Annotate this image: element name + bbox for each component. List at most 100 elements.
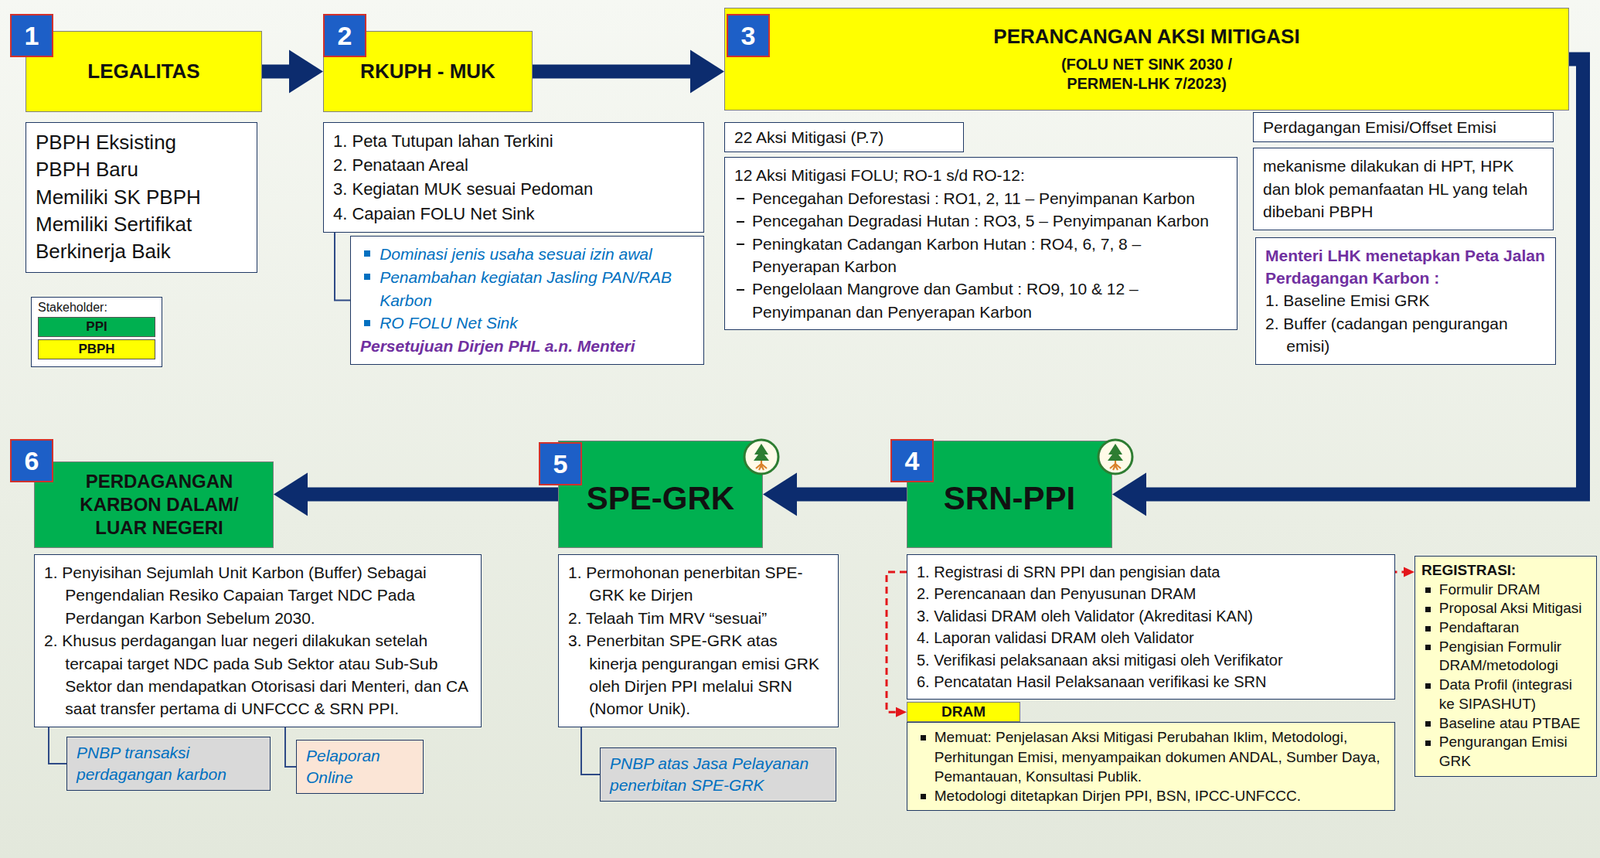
box-text: REGISTRASI: — [1421, 561, 1590, 581]
connector-line — [789, 487, 907, 502]
connector-line — [581, 727, 600, 775]
legend-text: PBPH — [78, 341, 115, 357]
info-box: 1. Registrasi di SRN PPI dan pengisian d… — [906, 554, 1396, 700]
step-number: 4 — [890, 439, 934, 483]
step-number: 6 — [10, 439, 54, 483]
box-text: 3. Validasi DRAM oleh Validator (Akredit… — [916, 605, 1386, 627]
box-text: 2. Khusus perdagangan luar negeri dilaku… — [44, 629, 472, 721]
info-box: 1. Peta Tutupan lahan Terkini2. Penataan… — [323, 122, 705, 233]
box-text: Persetujuan Dirjen PHL a.n. Menteri — [360, 334, 695, 358]
info-box: Memuat: Penjelasan Aksi Mitigasi Perubah… — [906, 721, 1396, 811]
logo-roots — [755, 460, 767, 470]
info-box: 22 Aksi Mitigasi (P.7) — [724, 122, 964, 153]
box-text: (FOLU NET SINK 2030 / PERMEN-LHK 7/2023) — [1031, 54, 1263, 94]
box-text: DRAM — [941, 703, 986, 721]
step-number: 2 — [323, 13, 367, 58]
box-text: RKUPH - MUK — [360, 59, 496, 84]
arrow-head — [273, 473, 308, 517]
box-text: Formulir DRAM — [1421, 580, 1590, 600]
box-text: 22 Aksi Mitigasi (P.7) — [734, 125, 954, 149]
box-text: Menteri LHK menetapkan Peta Jalan Perdag… — [1265, 244, 1546, 290]
box-text: 2. Telaah Tim MRV “sesuai” — [568, 606, 829, 630]
info-box: mekanisme dilakukan di HPT, HPK dan blok… — [1252, 147, 1554, 230]
box-text: Pendaftaran — [1421, 618, 1590, 638]
box-text: Memuat: Penjelasan Aksi Mitigasi Perubah… — [916, 727, 1386, 787]
connector-line — [48, 727, 67, 764]
info-box: 12 Aksi Mitigasi FOLU; RO-1 s/d RO-12: Pe… — [724, 156, 1238, 331]
box-text: Perdagangan Emisi/Offset Emisi — [1262, 115, 1544, 139]
bracket-line — [48, 727, 67, 764]
info-box: PBPH EksistingPBPH BaruMemiliki SK PBPHM… — [25, 122, 258, 273]
box-text: Metodologi ditetapkan Dirjen PPI, BSN, I… — [916, 786, 1386, 806]
legend-text: PPI — [85, 319, 107, 334]
ministry-logo — [742, 437, 781, 477]
flow-arrow — [532, 50, 725, 94]
step-header: PERDAGANGAN KARBON DALAM/ LUAR NEGERI — [34, 461, 274, 549]
arrow-head — [289, 50, 324, 94]
info-box: Perdagangan Emisi/Offset Emisi — [1252, 112, 1554, 143]
note-box: Dominasi jenis usaha sesuai izin awalPen… — [350, 235, 705, 365]
box-text: Pelaporan Online — [306, 745, 414, 790]
box-text: 1. Permohonan penerbitan SPE-GRK ke Dirj… — [568, 561, 829, 607]
box-text: 2. Perencanaan dan Penyusunan DRAM — [916, 582, 1386, 605]
legend-swatch: PPI — [37, 316, 156, 338]
info-box: 1. Penyisihan Sejumlah Unit Karbon (Buff… — [34, 554, 482, 728]
flow-arrow — [262, 50, 324, 94]
note-box: Pelaporan Online — [296, 739, 424, 795]
box-text: 5. Verifikasi pelaksanaan aksi mitigasi … — [916, 649, 1386, 671]
connector-line — [886, 571, 907, 712]
box-text: Proposal Aksi Mitigasi — [1421, 599, 1590, 619]
bracket-line — [581, 727, 600, 775]
box-text: Baseline atau PTBAE — [1421, 714, 1590, 734]
box-text: Memiliki SK PBPH — [35, 183, 248, 212]
box-text: 4 — [905, 445, 920, 477]
logo-tree — [753, 443, 770, 461]
arrow-head — [690, 50, 725, 94]
bracket-line — [285, 727, 297, 767]
connector-line — [532, 64, 698, 79]
box-text: Memiliki Sertifikat — [35, 211, 248, 239]
step-header: PERANCANGAN AKSI MITIGASI(FOLU NET SINK … — [724, 7, 1570, 111]
box-text: SRN-PPI — [943, 479, 1076, 518]
box-text: Penambahan kegiatan Jasling PAN/RAB Karb… — [360, 265, 695, 313]
step-header: SRN-PPI — [906, 440, 1113, 549]
box-text: 5 — [553, 449, 569, 480]
bracket-line — [334, 232, 351, 301]
step-number: 3 — [726, 13, 770, 58]
ministry-logo — [1096, 437, 1135, 477]
logo-roots — [1109, 460, 1121, 470]
dashed-arrow — [886, 571, 907, 718]
box-text: 1. Registrasi di SRN PPI dan pengisian d… — [916, 561, 1386, 583]
legend-swatch: PBPH — [37, 339, 156, 360]
connector-line — [300, 487, 559, 502]
arrow-head — [895, 707, 907, 718]
box-text: Peningkatan Cadangan Karbon Hutan : RO4,… — [734, 232, 1228, 279]
box-text: Stakeholder: — [37, 300, 156, 315]
legend-box: Stakeholder: PPI PBPH — [30, 296, 163, 368]
box-text: 12 Aksi Mitigasi FOLU; RO-1 s/d RO-12: — [734, 163, 1228, 187]
flow-arrow — [273, 473, 559, 517]
box-text: 2 — [337, 20, 353, 52]
box-text: PNBP atas Jasa Pelayanan penerbitan SPE-… — [609, 752, 827, 797]
connector-line — [285, 727, 297, 767]
box-text: 1. Baseline Emisi GRK — [1265, 289, 1546, 312]
box-text: mekanisme dilakukan di HPT, HPK dan blok… — [1262, 154, 1544, 223]
note-box: PNBP transaksi perdagangan karbon — [66, 736, 271, 792]
logo-ring — [744, 439, 779, 474]
note-box: PNBP atas Jasa Pelayanan penerbitan SPE-… — [599, 747, 837, 803]
box-text: 1. Peta Tutupan lahan Terkini — [333, 129, 695, 154]
box-text: PBPH Baru — [35, 156, 248, 184]
connector-line — [334, 232, 351, 301]
box-text: 3. Kegiatan MUK sesuai Pedoman — [333, 177, 695, 201]
box-text: Pengisian Formulir DRAM/metodologi — [1421, 637, 1590, 676]
box-text: 6 — [24, 445, 40, 477]
box-text: PERDAGANGAN KARBON DALAM/ LUAR NEGERI — [57, 469, 261, 540]
step-number: 1 — [10, 13, 54, 58]
box-text: PNBP transaksi perdagangan karbon — [76, 742, 261, 787]
box-text: 2. Buffer (cadangan pengurangan emisi) — [1265, 312, 1546, 358]
box-text: Dominasi jenis usaha sesuai izin awal — [360, 242, 695, 266]
box-text: RO FOLU Net Sink — [360, 311, 695, 335]
arrow-head — [1112, 473, 1147, 517]
arrow-head — [1403, 567, 1415, 578]
